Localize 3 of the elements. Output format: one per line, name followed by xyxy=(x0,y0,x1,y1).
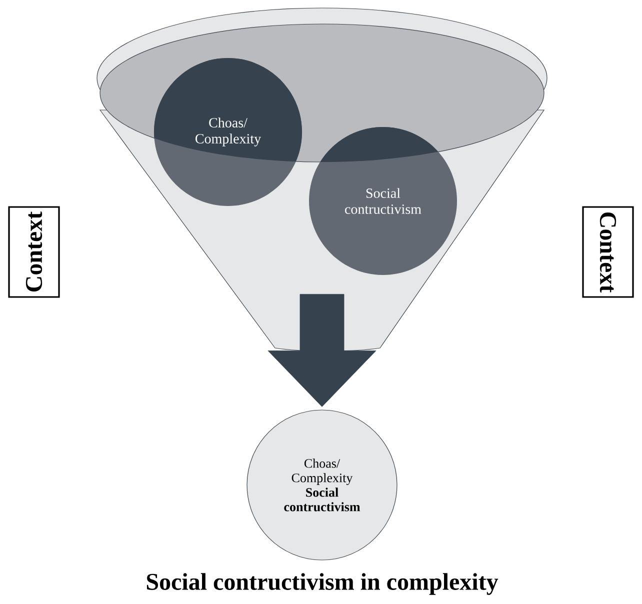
title: Social contructivism in complexity xyxy=(146,573,498,595)
context-box: Context xyxy=(582,206,634,298)
context-box: Context xyxy=(8,206,60,298)
